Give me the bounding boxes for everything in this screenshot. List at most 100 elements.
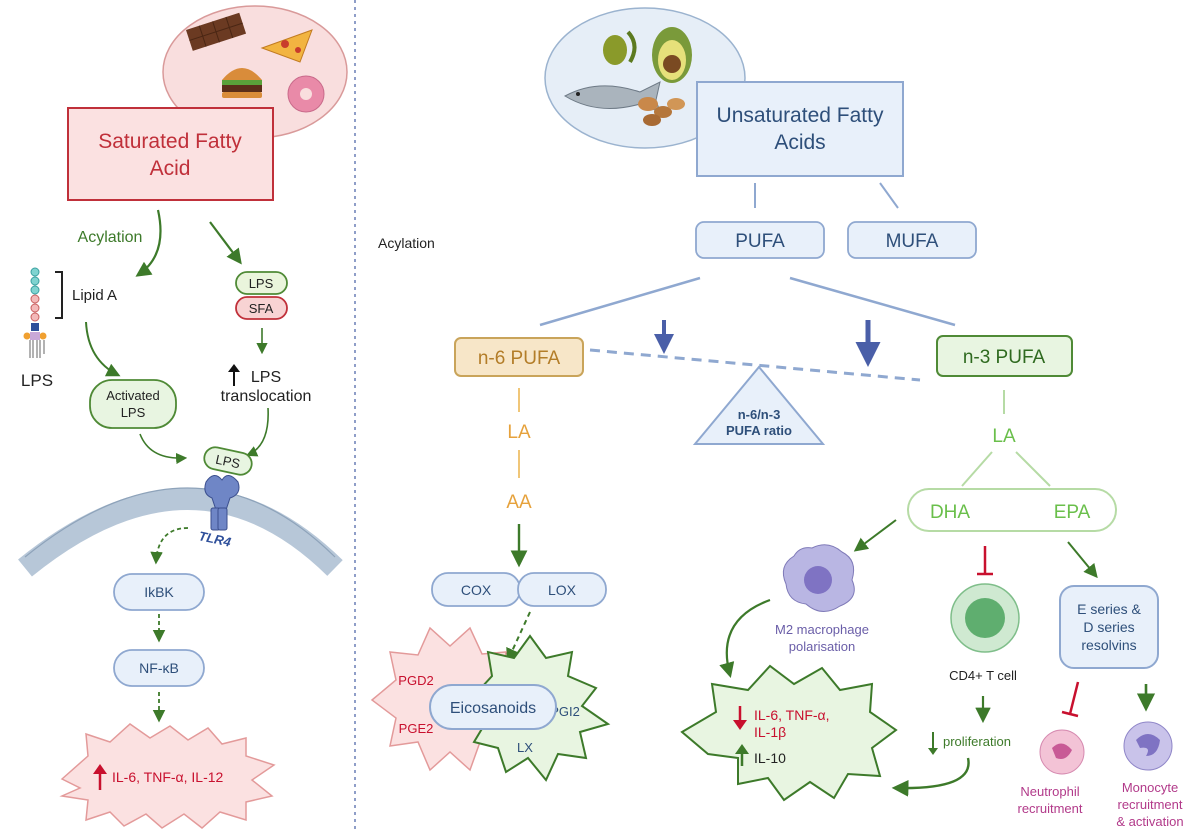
n6-pufa-label: n-6 PUFA: [478, 348, 561, 369]
epa-label: EPA: [1054, 502, 1091, 523]
pufa-label: PUFA: [735, 231, 785, 252]
burger-icon: [222, 68, 262, 98]
ikbk-label: IkBK: [144, 584, 174, 600]
nfkb-label: NF-κB: [139, 660, 179, 676]
activated-lps-box: [89, 379, 177, 429]
unsaturated-title-line2: Acids: [774, 131, 825, 154]
tlr4-label: TLR4: [197, 528, 233, 550]
lx-label: LX: [517, 740, 533, 755]
arrow-activated-to-receptor: [139, 433, 188, 465]
activated-line2: LPS: [121, 405, 146, 420]
unsaturated-fatty-acids-box: [696, 81, 904, 177]
monocyte-line1: Monocyte: [1122, 780, 1178, 795]
connector: [539, 276, 701, 327]
chocolate-icon: [186, 12, 247, 51]
arrow-macrophage-burst: [719, 598, 771, 678]
pizza-icon: [260, 29, 313, 63]
cell-membrane: [18, 488, 343, 577]
anti-inflammatory-burst: [680, 664, 898, 802]
n6-pufa-box: [454, 337, 584, 377]
arrow-translocation-to-receptor: [245, 407, 269, 457]
monocyte-line2: recruitment: [1117, 797, 1182, 812]
inhibit-neutrophil-icon: [1061, 681, 1080, 718]
lps-label: LPS: [21, 371, 53, 390]
acylation-label-right: Acylation: [378, 235, 435, 251]
macrophage-icon: [782, 544, 855, 612]
lipid-a-bracket: [55, 271, 63, 319]
proinflammatory-burst: [59, 723, 276, 829]
arrow-to-lps-sfa: [209, 221, 242, 265]
mufa-box: [847, 221, 977, 259]
translocation-line1: LPS: [251, 369, 281, 386]
arrow-lipid-to-activated: [85, 321, 121, 377]
mufa-label: MUFA: [886, 231, 939, 252]
sfa-pill: [235, 296, 288, 320]
dashed-arrow-to-ikbk: [150, 527, 189, 565]
neutrophil-line1: Neutrophil: [1020, 784, 1079, 799]
dha-label: DHA: [930, 502, 970, 523]
resolvins-box: [1059, 585, 1159, 669]
ratio-line1: n-6/n-3: [738, 407, 781, 422]
connector: [961, 451, 993, 487]
eicosanoids-label: Eicosanoids: [450, 700, 536, 717]
n3-pufa-box: [936, 335, 1073, 377]
connector: [879, 182, 899, 209]
m2-line1: M2 macrophage: [775, 622, 869, 637]
healthy-food-illustration: [544, 7, 746, 149]
m2-line2: polarisation: [789, 639, 856, 654]
resolvins-line3: resolvins: [1081, 637, 1136, 653]
ikbk-box: [113, 573, 205, 611]
unsaturated-title-line1: Unsaturated Fatty: [717, 104, 884, 127]
balance-beam: [589, 348, 921, 382]
la-right: LA: [992, 426, 1016, 447]
receptor-lps-label: LPS: [214, 452, 241, 472]
pgd2-label: PGD2: [398, 673, 433, 688]
inhibit-tcell-icon: [977, 546, 993, 576]
lipid-a-label: Lipid A: [72, 287, 117, 304]
neutrophil-line2: recruitment: [1017, 801, 1082, 816]
sfa-pill-label: SFA: [249, 301, 274, 316]
nfkb-box: [113, 649, 205, 687]
connector: [789, 276, 956, 327]
lps-molecule-icon: [23, 267, 47, 358]
junk-food-illustration: [162, 5, 348, 139]
olive-icon: [603, 30, 637, 65]
t-cell-icon: [950, 583, 1020, 653]
arrow-epa-resolvins: [1067, 541, 1098, 579]
saturated-title-line1: Saturated Fatty: [98, 130, 242, 153]
neutrophil-icon: [1039, 729, 1085, 775]
anti-cytokines-line2: IL-1β: [754, 724, 786, 740]
nuts-icon: [638, 97, 685, 126]
cox-label: COX: [461, 582, 492, 598]
aa-label: AA: [506, 492, 532, 513]
arrow-proliferation-burst: [891, 757, 970, 797]
saturated-fatty-acid-box: [67, 107, 274, 201]
saturated-title-line2: Acid: [150, 157, 191, 180]
ratio-fulcrum: [692, 365, 826, 445]
monocyte-icon: [1123, 721, 1173, 771]
il10-label: IL-10: [754, 750, 786, 766]
anti-cytokines-line1: IL-6, TNF-α,: [754, 707, 830, 723]
n3-pufa-label: n-3 PUFA: [963, 347, 1046, 368]
arrow-dha-m2: [853, 519, 897, 552]
lps-pill-label: LPS: [249, 276, 274, 291]
eicosanoids-box: [429, 684, 557, 730]
lps-pill: [235, 271, 288, 295]
monocyte-line3: & activation: [1116, 814, 1183, 829]
pufa-box: [695, 221, 825, 259]
avocado-icon: [652, 27, 692, 83]
resolvins-line2: D series: [1083, 619, 1134, 635]
lox-label: LOX: [548, 582, 577, 598]
la-left: LA: [507, 422, 531, 443]
pge2-label: PGE2: [399, 721, 434, 736]
arrow-acylation: [135, 209, 162, 277]
tlr4-receptor-icon: [203, 446, 253, 531]
donut-icon: [287, 75, 325, 113]
resolvins-line1: E series &: [1077, 601, 1141, 617]
acylation-label-left: Acylation: [78, 229, 143, 246]
proliferation-label: proliferation: [943, 734, 1011, 749]
activated-line1: Activated: [106, 388, 159, 403]
ratio-line2: PUFA ratio: [726, 423, 792, 438]
translocation-line2: translocation: [221, 388, 312, 405]
cd4-label: CD4+ T cell: [949, 668, 1017, 683]
